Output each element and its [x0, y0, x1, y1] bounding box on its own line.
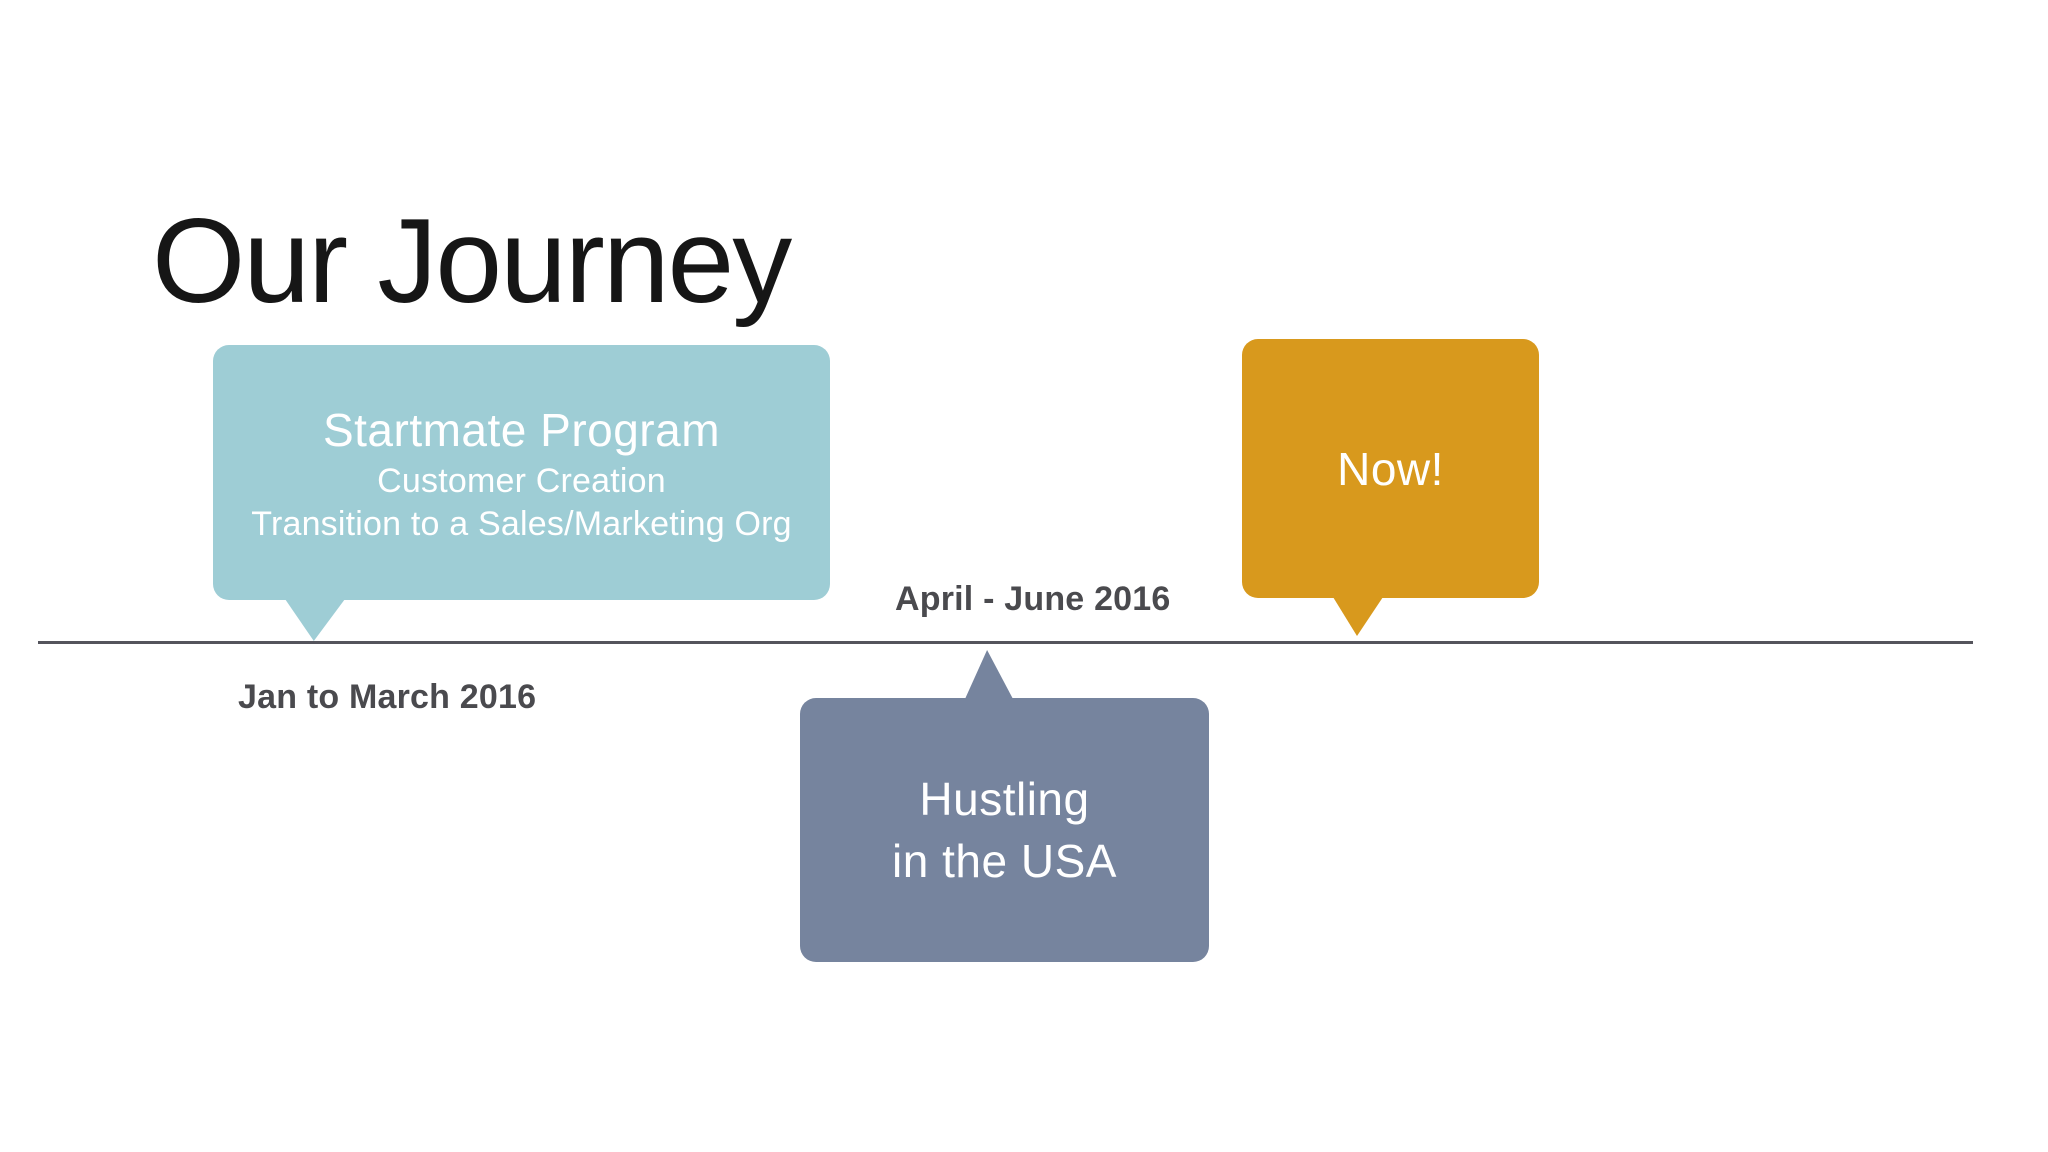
- callout-hustling-usa: Hustling in the USA: [800, 650, 1209, 962]
- callout-heading-line: in the USA: [892, 835, 1117, 887]
- callout-tail-down-icon: [285, 599, 345, 641]
- callout-heading-line: Hustling: [919, 773, 1090, 825]
- callout-tail-up-icon: [965, 650, 1013, 699]
- callout-detail-line: Transition to a Sales/Marketing Org: [251, 504, 792, 543]
- timeline-axis: [38, 641, 1973, 644]
- page-title: Our Journey: [152, 194, 792, 329]
- callout-now: Now!: [1242, 339, 1539, 636]
- date-label-jan-to-march: Jan to March 2016: [238, 678, 537, 716]
- date-label-april-june: April - June 2016: [895, 580, 1171, 618]
- callout-heading: Now!: [1337, 442, 1444, 495]
- callout-startmate-program: Startmate Program Customer Creation Tran…: [213, 345, 830, 641]
- callout-detail-line: Customer Creation: [377, 461, 666, 500]
- callout-heading: Startmate Program: [322, 403, 721, 456]
- callout-tail-down-icon: [1333, 597, 1383, 636]
